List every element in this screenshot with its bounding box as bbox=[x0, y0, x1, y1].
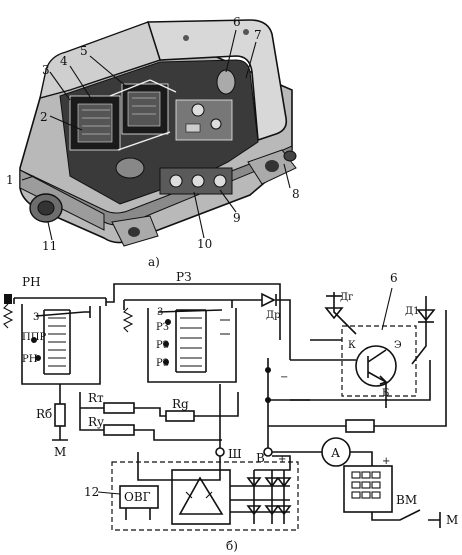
part-number-1: 1 bbox=[6, 173, 14, 187]
label-rg: Rg bbox=[172, 397, 189, 411]
label-rn-coil: РН bbox=[22, 354, 38, 365]
label-plus-v: + bbox=[278, 454, 286, 465]
part-number-4: 4 bbox=[60, 54, 68, 68]
part-number-2: 2 bbox=[40, 110, 48, 124]
label-3-right: 3 bbox=[157, 307, 163, 318]
label-b-base: Б bbox=[382, 388, 389, 399]
label-rz-contact-1: РЗ bbox=[156, 322, 169, 333]
part-number-3: 3 bbox=[42, 63, 50, 77]
part-number-8: 8 bbox=[292, 187, 300, 201]
label-rn: РН bbox=[22, 275, 41, 289]
generator-block bbox=[111, 452, 299, 531]
part-number-10: 10 bbox=[197, 237, 212, 251]
protection-relay bbox=[122, 299, 237, 383]
caption-b: б) bbox=[226, 539, 238, 553]
label-rb: Rб bbox=[36, 407, 52, 421]
part-number-11: 11 bbox=[42, 239, 57, 253]
label-sh: Ш bbox=[228, 447, 242, 461]
label-v: В bbox=[256, 451, 265, 465]
label-k: К bbox=[348, 340, 356, 351]
regulator-housing-illustration bbox=[19, 19, 297, 247]
label-e: Э bbox=[394, 340, 402, 351]
label-ppr: ППР bbox=[22, 332, 46, 343]
label-minus-v: − bbox=[280, 372, 288, 383]
wiring-schematic: РН 3 ППР РН РЗ 3 РЗ РЗ РЗ Др bbox=[2, 270, 458, 531]
label-3-left: 3 bbox=[33, 312, 39, 323]
label-dr: Др bbox=[266, 310, 281, 321]
label-m-left: М bbox=[54, 445, 66, 459]
label-m-right: М bbox=[446, 513, 458, 527]
part-number-6: 6 bbox=[233, 15, 241, 29]
label-rz-top: РЗ bbox=[176, 270, 192, 284]
label-12: 12 bbox=[84, 485, 99, 499]
part-number-5: 5 bbox=[80, 44, 88, 58]
label-ovg: ОВГ bbox=[124, 490, 151, 504]
part-callouts: 1 2 3 4 5 6 7 8 9 10 11 bbox=[6, 15, 300, 253]
part-number-9: 9 bbox=[233, 211, 241, 225]
label-vm: ВМ bbox=[396, 493, 417, 507]
label-d1: Д1 bbox=[405, 306, 420, 317]
label-ry: Rу bbox=[88, 415, 104, 429]
label-rz-contact-3: РЗ bbox=[156, 358, 169, 369]
label-dg: Дг bbox=[340, 292, 353, 303]
label-ammeter: А bbox=[331, 446, 340, 460]
transistor bbox=[341, 325, 417, 408]
label-rt: Rт bbox=[88, 391, 104, 405]
voltage-regulator-relay bbox=[2, 294, 107, 385]
caption-a: а) bbox=[148, 255, 160, 269]
label-6: 6 bbox=[390, 271, 398, 285]
label-plus-bat: + bbox=[382, 456, 390, 467]
label-rz-contact-2: РЗ bbox=[156, 340, 169, 351]
part-number-7: 7 bbox=[254, 28, 262, 42]
